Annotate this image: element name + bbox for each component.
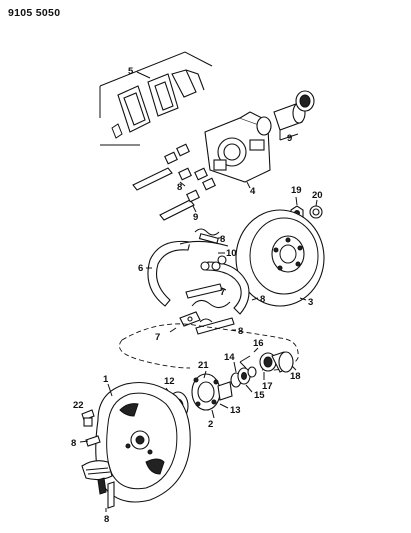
leader-9b <box>192 205 197 213</box>
parking-cable-end <box>118 339 191 369</box>
hub-cap <box>309 205 323 219</box>
leader-9a-2 <box>279 133 299 141</box>
callout-2: 2 <box>208 419 213 430</box>
leader-16-a <box>239 361 247 369</box>
leader-7b <box>169 327 177 333</box>
callout-8c: 8 <box>260 294 265 305</box>
leader-15 <box>245 384 253 393</box>
cotter-pin <box>239 347 259 363</box>
caliper <box>204 111 271 183</box>
mounting-bolt <box>79 435 101 447</box>
leader-2 <box>211 409 215 419</box>
adjuster-hardware <box>179 311 235 335</box>
diagram-code: 9105 5050 <box>8 7 60 19</box>
callout-19: 19 <box>291 185 302 196</box>
leader-8c <box>251 297 259 301</box>
callout-7a: 7 <box>220 287 225 298</box>
leader-19 <box>295 196 298 206</box>
callout-18: 18 <box>290 371 301 382</box>
callout-8a: 8 <box>177 182 182 193</box>
caliper-pins <box>132 143 216 221</box>
callout-10: 10 <box>226 248 237 259</box>
leader-21 <box>203 370 207 379</box>
callout-12: 12 <box>164 376 175 387</box>
callout-6: 6 <box>138 263 143 274</box>
callout-15: 15 <box>254 390 265 401</box>
callout-1: 1 <box>103 374 109 385</box>
bleeder-screw <box>81 409 95 427</box>
callout-13: 13 <box>230 405 241 416</box>
leader-7a <box>221 287 227 291</box>
callout-4: 4 <box>250 186 256 197</box>
boot-bolt <box>107 481 115 509</box>
leader-3 <box>299 297 307 301</box>
leader-18 <box>291 365 297 371</box>
callout-8b: 8 <box>220 234 225 245</box>
callout-5: 5 <box>128 66 134 77</box>
callout-20: 20 <box>312 190 323 201</box>
callout-7b: 7 <box>155 332 160 343</box>
backing-plate <box>95 381 191 503</box>
callout-22: 22 <box>73 400 84 411</box>
callout-21: 21 <box>198 360 209 371</box>
leader-13 <box>219 403 229 409</box>
leader-1 <box>107 383 113 397</box>
callout-8e: 8 <box>71 438 76 449</box>
leader-4 <box>246 181 251 189</box>
brake-pad-set <box>99 51 213 146</box>
callout-3: 3 <box>308 297 313 308</box>
caliper-piston-set <box>256 90 315 136</box>
parking-brake-cable <box>121 323 299 371</box>
callout-17: 17 <box>262 381 273 392</box>
cable-boot <box>81 460 113 495</box>
leader-5 <box>136 71 151 79</box>
callout-8f: 8 <box>104 514 109 525</box>
leader-4b <box>179 181 186 187</box>
callout-16: 16 <box>253 338 264 349</box>
leader-14 <box>233 361 237 373</box>
callout-14: 14 <box>224 352 235 363</box>
callout-9b: 9 <box>193 212 198 223</box>
callout-9a: 9 <box>287 133 292 144</box>
hub-assembly <box>191 373 233 411</box>
brake-shoes <box>147 228 250 315</box>
brake-drum-rotor <box>235 209 325 307</box>
leader-20 <box>315 199 318 207</box>
